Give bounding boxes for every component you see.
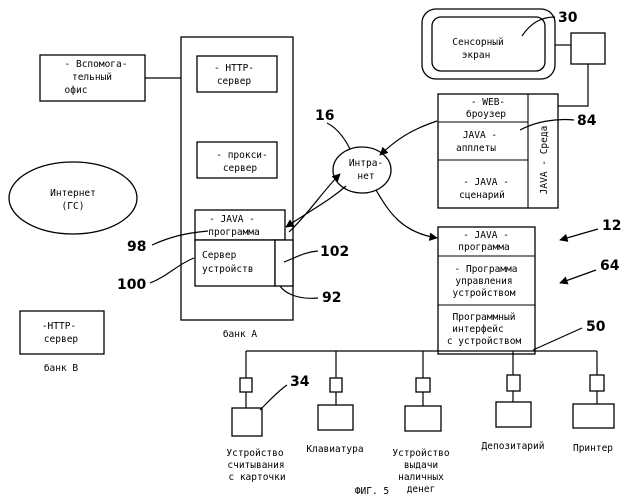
device-server-label-2: устройств bbox=[202, 264, 253, 275]
aux-office-label-2: тельный bbox=[72, 72, 112, 83]
java-applets-label-1: JAVA - bbox=[463, 130, 497, 141]
intranet-label-1: Интра- bbox=[349, 158, 383, 169]
device-interface-label-3: с устройством bbox=[447, 336, 522, 347]
svg-text:16: 16 bbox=[315, 108, 334, 124]
svg-text:84: 84 bbox=[577, 113, 597, 129]
http-server-b-box: -HTTP- сервер bbox=[20, 311, 104, 354]
internet-label-2: (ГС) bbox=[62, 201, 85, 212]
http-server-b-label-1: -HTTP- bbox=[42, 321, 76, 332]
device-bus bbox=[246, 328, 597, 378]
card-reader-label-1: Устройство bbox=[226, 448, 283, 459]
arrow-intranet-to-java-program bbox=[286, 186, 346, 227]
ref-102: 102 bbox=[284, 244, 349, 262]
svg-text:100: 100 bbox=[117, 277, 146, 293]
svg-text:30: 30 bbox=[558, 10, 578, 26]
cash-dispenser-label-2: выдачи bbox=[404, 460, 438, 471]
java-program-a-box: - JAVA - программа bbox=[195, 210, 285, 240]
http-server-a-box: - HTTP- сервер bbox=[197, 56, 277, 92]
java-program-b-label-1: - JAVA - bbox=[463, 230, 509, 241]
java-scripts-label-2: сценарий bbox=[459, 190, 505, 201]
cash-dispenser-label-1: Устройство bbox=[392, 448, 449, 459]
java-env-label: JAVA - Среда bbox=[539, 126, 550, 195]
keyboard-device: Клавиатура bbox=[306, 378, 363, 455]
ref-12: 12 bbox=[560, 218, 621, 240]
svg-text:102: 102 bbox=[320, 244, 349, 260]
cash-dispenser-label-3: наличных bbox=[398, 472, 444, 483]
web-browser-label-1: - WEB- bbox=[471, 97, 505, 108]
internet-label-1: Интернет bbox=[50, 188, 96, 199]
proxy-server-label-1: - прокси- bbox=[216, 150, 267, 161]
web-browser-label-2: броузер bbox=[466, 109, 506, 120]
intranet-cloud: Интра- нет bbox=[333, 147, 391, 193]
svg-text:12: 12 bbox=[602, 218, 621, 234]
ref-50: 50 bbox=[586, 319, 606, 335]
cash-dispenser-label-4: денег bbox=[407, 484, 436, 495]
java-program-b-label-2: программа bbox=[458, 242, 509, 253]
cash-dispenser-device: Устройство выдачи наличных денег bbox=[392, 378, 449, 495]
card-reader-label-3: с карточки bbox=[228, 472, 285, 483]
bank-a-label: банк А bbox=[223, 329, 258, 340]
device-control-label-3: устройством bbox=[453, 288, 516, 299]
http-server-b-label-2: сервер bbox=[44, 334, 79, 345]
http-server-a-label-1: - HTTP- bbox=[214, 63, 254, 74]
controller-to-browser-link bbox=[558, 64, 588, 106]
java-scripts-label-1: - JAVA - bbox=[463, 177, 509, 188]
java-program-a-label-1: - JAVA - bbox=[209, 214, 255, 225]
proxy-server-label-2: сервер bbox=[223, 163, 258, 174]
depositary-device: Депозитарий bbox=[482, 375, 545, 452]
java-applets-label-2: апплеты bbox=[456, 143, 496, 154]
ref-64: 64 bbox=[560, 258, 620, 283]
svg-text:98: 98 bbox=[127, 239, 146, 255]
touch-screen-label-2: экран bbox=[462, 50, 491, 61]
aux-office-label-1: - Вспомога- bbox=[65, 59, 128, 70]
device-control-label-1: - Программа bbox=[455, 264, 518, 275]
touch-screen-monitor: Сенсорный экран bbox=[422, 9, 555, 79]
device-control-label-2: управления bbox=[455, 276, 512, 287]
aux-office-box: - Вспомога- тельный офис bbox=[40, 55, 145, 101]
arrow-java-program-to-intranet bbox=[289, 174, 340, 232]
java-environment-stack: - WEB- броузер JAVA - апплеты - JAVA - с… bbox=[438, 94, 558, 208]
svg-text:92: 92 bbox=[322, 290, 341, 306]
printer-device: Принтер bbox=[573, 375, 614, 454]
ref-16: 16 bbox=[315, 108, 350, 149]
svg-text:64: 64 bbox=[600, 258, 620, 274]
aux-office-label-3: офис bbox=[65, 85, 88, 96]
svg-text:34: 34 bbox=[290, 374, 310, 390]
intranet-label-2: нет bbox=[357, 171, 374, 182]
printer-label: Принтер bbox=[573, 443, 613, 454]
device-interface-label-2: интерфейс bbox=[452, 324, 503, 335]
touch-screen-label-1: Сенсорный bbox=[452, 37, 503, 48]
arrow-intranet-to-device-program bbox=[376, 190, 437, 238]
proxy-server-box: - прокси- сервер bbox=[197, 142, 277, 178]
svg-text:50: 50 bbox=[586, 319, 606, 335]
ref-34: 34 bbox=[260, 374, 310, 410]
card-reader-label-2: считывания bbox=[227, 460, 284, 471]
device-interface-label-1: Программный bbox=[453, 312, 516, 323]
figure-caption: ФИГ. 5 bbox=[355, 486, 389, 497]
java-program-a-label-2: программа bbox=[208, 227, 259, 238]
device-server-box: Сервер устройств bbox=[195, 240, 293, 286]
touch-screen-controller-box bbox=[571, 33, 605, 64]
arrow-browser-intranet bbox=[380, 121, 437, 155]
http-server-a-label-2: сервер bbox=[217, 76, 252, 87]
bank-b-label: банк В bbox=[44, 363, 79, 374]
keyboard-label: Клавиатура bbox=[306, 444, 363, 455]
device-server-label-1: Сервер bbox=[202, 250, 237, 261]
device-program-stack: - JAVA - программа - Программа управлени… bbox=[438, 227, 535, 354]
internet-cloud: Интернет (ГС) bbox=[9, 162, 137, 234]
depositary-label: Депозитарий bbox=[482, 441, 545, 452]
